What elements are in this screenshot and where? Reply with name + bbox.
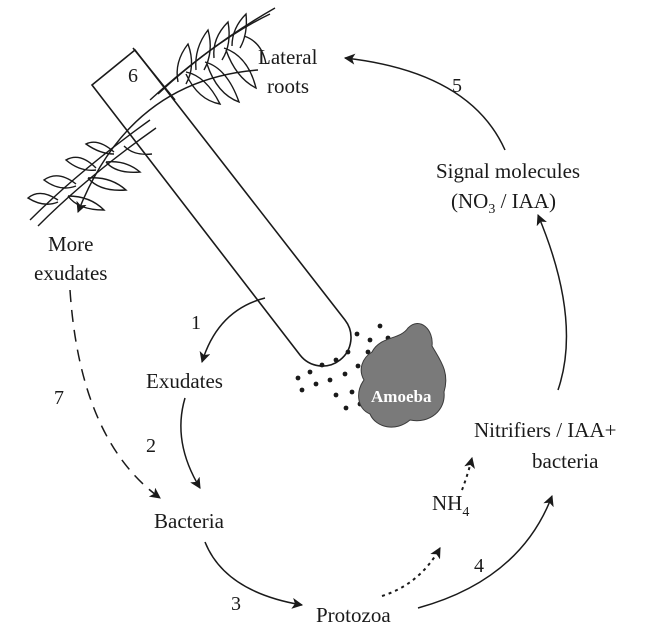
step-1-number: 1	[191, 312, 201, 334]
arrow-nh4-to-nitrifiers	[461, 456, 475, 491]
amoeba-label: Amoeba	[371, 387, 432, 406]
arrow-root-to-exudates	[199, 297, 266, 364]
nitrifiers-label-line1: Nitrifiers / IAA+	[474, 418, 616, 442]
lateral-root-left	[26, 119, 157, 227]
lateral-roots-label-line1: Lateral	[258, 45, 318, 69]
nitrifiers-label-line2: bacteria	[532, 449, 599, 473]
arrow-protozoa-to-nitrifiers	[417, 494, 554, 609]
more-exudates-label-line2: exudates	[34, 261, 107, 285]
signal-molecules-label-line2: (NO3 / IAA)	[451, 189, 556, 217]
step-2-number: 2	[146, 435, 156, 457]
arrow-nitrifiers-to-signal	[536, 213, 568, 391]
arrow-protozoa-to-nh4	[381, 547, 441, 597]
arrow-bacteria-to-protozoa	[204, 541, 304, 609]
arrow-lateral-roots-to-more-exudates	[76, 69, 259, 214]
step-3-number: 3	[231, 593, 241, 615]
step-5-number: 5	[452, 75, 462, 97]
exudate-dots	[295, 323, 391, 411]
exudates-label: Exudates	[146, 369, 223, 393]
step-6-number: 6	[128, 65, 138, 87]
lateral-roots-label-line2: roots	[267, 74, 309, 98]
root-tube	[90, 47, 352, 367]
nh4-label: NH4	[432, 491, 469, 520]
step-4-number: 4	[474, 555, 484, 577]
step-7-number: 7	[54, 387, 64, 409]
amoeba-blob	[358, 323, 447, 428]
protozoa-label: Protozoa	[316, 603, 391, 627]
arrow-exudates-to-bacteria	[180, 397, 201, 489]
lateral-root-top	[149, 7, 276, 105]
more-exudates-label-line1: More	[48, 232, 94, 256]
bacteria-label: Bacteria	[154, 509, 225, 533]
arrow-signal-to-lateral-roots	[343, 53, 506, 151]
arrow-more-exudates-to-bacteria	[69, 289, 161, 499]
signal-molecules-label-line1: Signal molecules	[436, 159, 580, 183]
